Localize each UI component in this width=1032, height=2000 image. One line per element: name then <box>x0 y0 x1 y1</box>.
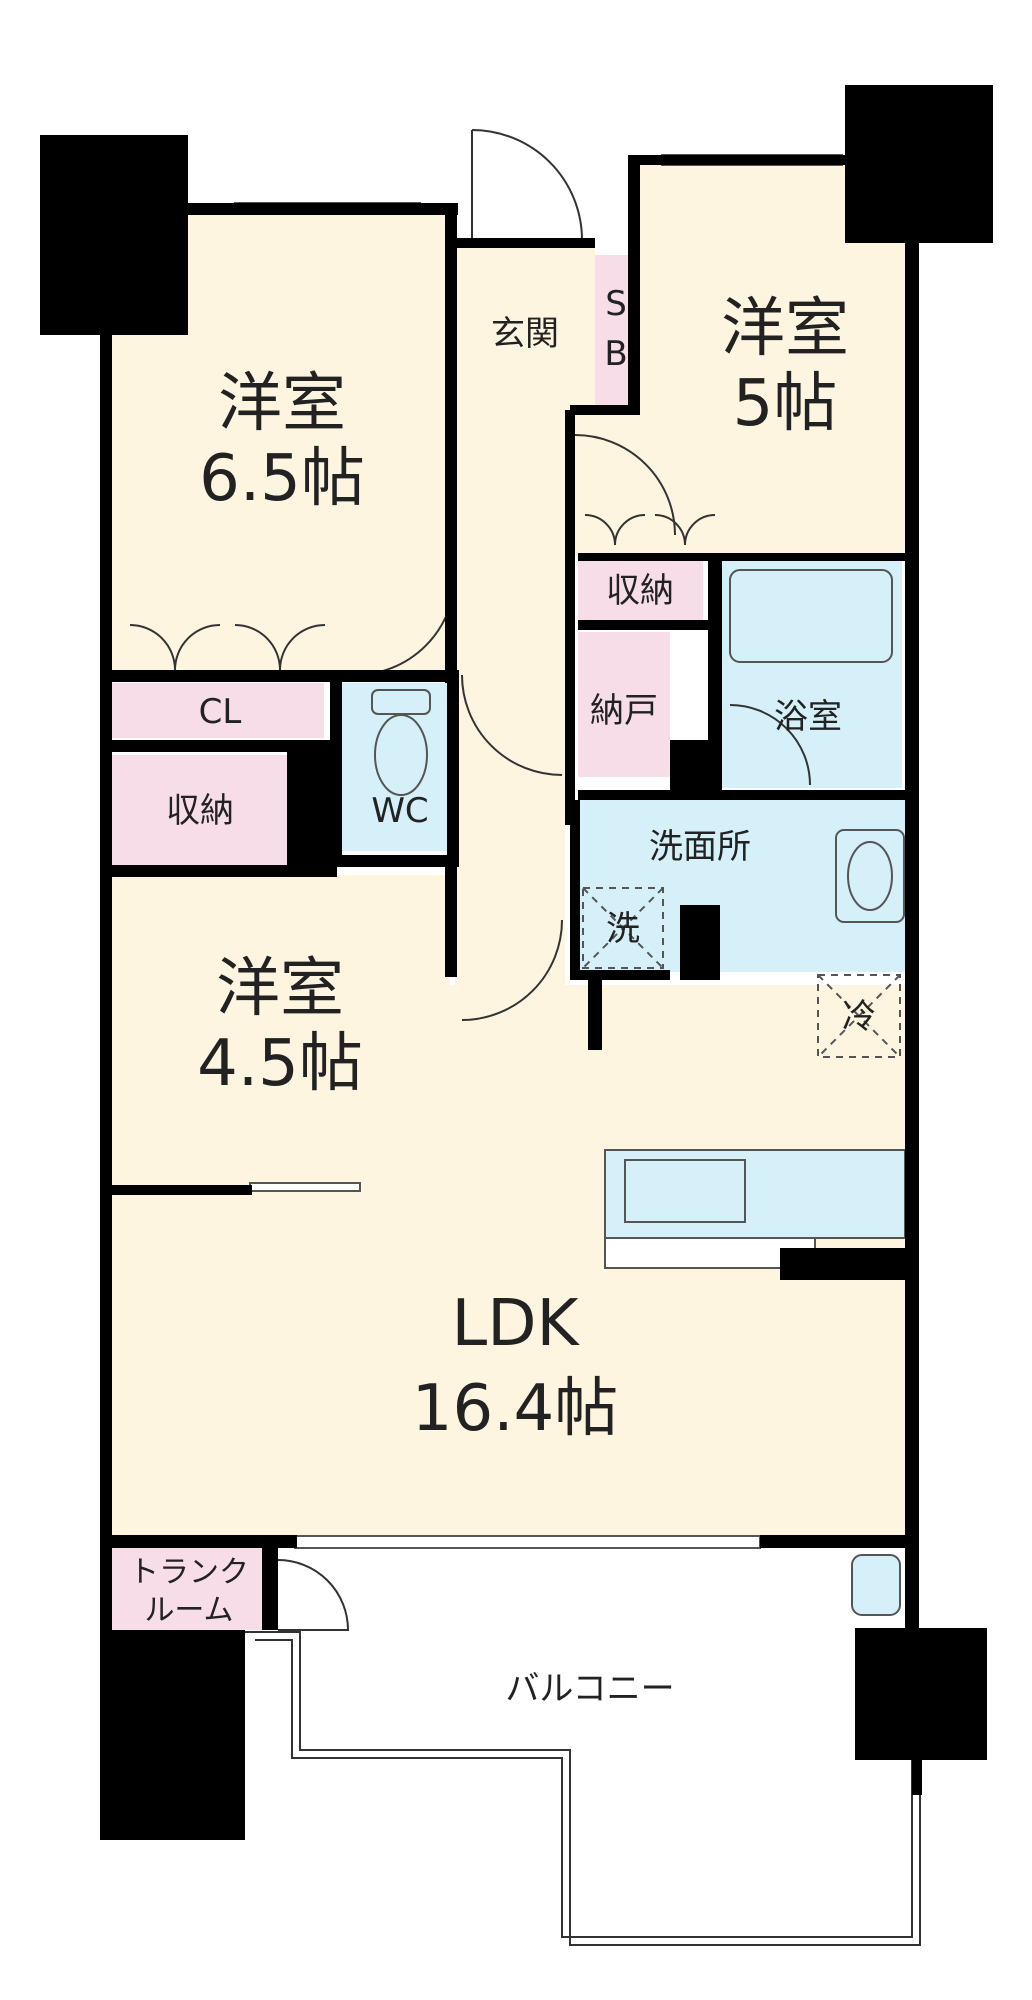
balcony-sink <box>851 1554 901 1616</box>
column-bottom-left <box>100 1630 245 1840</box>
western-room-a-size: 6.5帖 <box>199 442 365 516</box>
toilet-tank <box>371 689 431 715</box>
wash-basin-bowl <box>847 841 893 911</box>
column-top-left <box>40 135 188 335</box>
toilet-label: WC <box>371 791 428 831</box>
western-room-b-size: 5帖 <box>733 367 838 441</box>
ldk-size: 16.4帖 <box>412 1372 619 1446</box>
shoe-box-s-label: S <box>605 284 627 324</box>
washer-space <box>582 887 664 969</box>
storage-left-label: 収納 <box>166 791 234 831</box>
closet-label: CL <box>199 692 242 732</box>
column-bottom-right <box>855 1628 987 1760</box>
storage-upper-label: 収納 <box>606 571 674 611</box>
pantry-area <box>578 632 670 777</box>
washroom-label: 洗面所 <box>649 827 751 867</box>
western-room-b-lower <box>570 410 915 555</box>
trunk-room-label-1: トランク <box>129 1555 249 1590</box>
bathroom-label: 浴室 <box>774 697 842 737</box>
western-room-c-size: 4.5帖 <box>197 1027 363 1101</box>
column-top-right <box>845 85 993 243</box>
storage-left-area <box>112 755 287 865</box>
balcony-outline <box>245 1631 921 1946</box>
trunk-room-label-2: ルーム <box>144 1593 233 1628</box>
ldk-name: LDK <box>452 1287 581 1361</box>
entrance-label: 玄関 <box>491 314 559 354</box>
fridge-label: 冷 <box>842 997 876 1037</box>
bathtub <box>729 569 893 663</box>
kitchen-sink <box>624 1159 746 1223</box>
fridge-space <box>817 974 901 1058</box>
pantry-label: 納戸 <box>590 691 658 731</box>
balcony-label: バルコニー <box>505 1669 674 1709</box>
washer-label: 洗 <box>606 909 640 949</box>
shoe-box-b-label: B <box>604 334 627 374</box>
storage-upper-area <box>578 560 703 620</box>
western-room-a-name: 洋室 <box>218 367 346 441</box>
toilet-bowl <box>374 714 428 796</box>
trunk-room-area <box>112 1548 267 1630</box>
western-room-c-name: 洋室 <box>216 952 344 1026</box>
closet-area <box>112 683 324 738</box>
window-ldk <box>294 1535 761 1549</box>
entrance-area <box>455 245 595 410</box>
window-room-c <box>249 1182 361 1192</box>
western-room-b-name: 洋室 <box>721 292 849 366</box>
